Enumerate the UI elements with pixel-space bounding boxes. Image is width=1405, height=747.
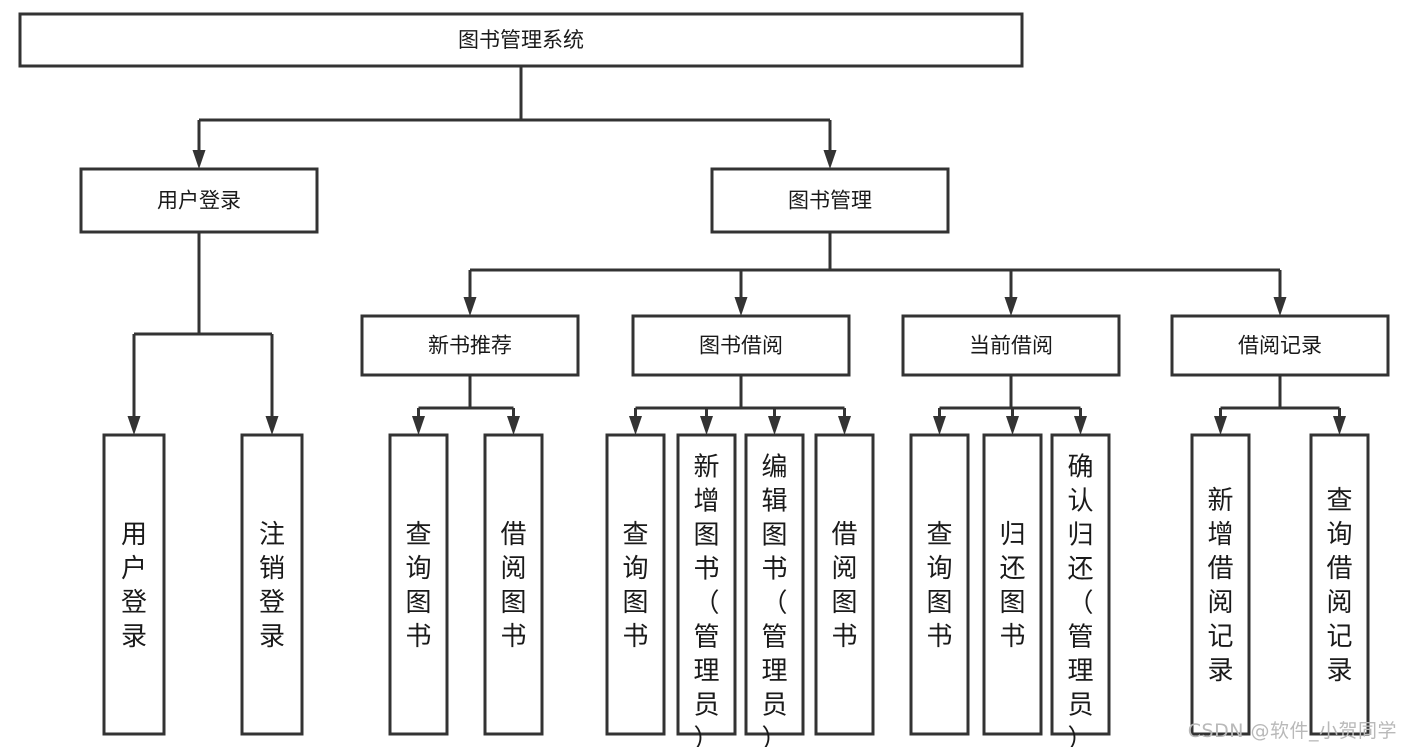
arrow-head-icon — [463, 297, 477, 316]
node-box[interactable] — [360, 314, 580, 377]
node-box[interactable] — [1050, 433, 1111, 736]
node-record[interactable]: 借阅记录 — [1170, 314, 1390, 377]
arrow-head-icon — [838, 416, 851, 435]
node-box[interactable] — [388, 433, 449, 736]
node-label: 新增借阅记录 — [1207, 486, 1233, 686]
connector-group — [127, 232, 279, 435]
node-label: 新增图书（管理员） — [693, 453, 719, 747]
node-leaf-user-logout[interactable]: 注销登录 — [240, 433, 304, 736]
arrow-head-icon — [265, 416, 279, 435]
node-box[interactable] — [744, 433, 805, 736]
node-label: 归还图书 — [999, 520, 1025, 652]
arrow-head-icon — [768, 416, 781, 435]
node-box[interactable] — [18, 12, 1024, 68]
connector-group — [463, 232, 1287, 316]
arrow-head-icon — [127, 416, 141, 435]
node-label: 用户登录 — [157, 189, 241, 213]
node-leaf-borrow-edit[interactable]: 编辑图书（管理员） — [744, 433, 805, 747]
node-label: 编辑图书（管理员） — [761, 453, 787, 747]
node-box[interactable] — [814, 433, 875, 736]
arrow-head-icon — [412, 416, 425, 435]
node-box[interactable] — [483, 433, 544, 736]
arrow-head-icon — [734, 297, 748, 316]
node-leaf-new-borrow[interactable]: 借阅图书 — [483, 433, 544, 736]
node-box[interactable] — [1190, 433, 1251, 736]
node-label: 当前借阅 — [969, 334, 1053, 358]
node-box[interactable] — [676, 433, 737, 736]
node-label: 用户登录 — [121, 520, 147, 652]
node-label: 图书借阅 — [699, 334, 783, 358]
watermark-label: CSDN @软件_小贺同学 — [1187, 720, 1397, 742]
node-leaf-record-add[interactable]: 新增借阅记录 — [1190, 433, 1251, 736]
arrow-head-icon — [507, 416, 520, 435]
node-box[interactable] — [79, 167, 319, 234]
node-leaf-borrow-lend[interactable]: 借阅图书 — [814, 433, 875, 736]
arrow-head-icon — [700, 416, 713, 435]
node-box[interactable] — [901, 314, 1121, 377]
arrow-head-icon — [1004, 297, 1018, 316]
node-label: 注销登录 — [259, 520, 285, 652]
node-leaf-borrow-query[interactable]: 查询图书 — [605, 433, 666, 736]
node-login[interactable]: 用户登录 — [79, 167, 319, 234]
node-root[interactable]: 图书管理系统 — [18, 12, 1024, 68]
node-leaf-current-confirm[interactable]: 确认归还（管理员） — [1050, 433, 1111, 747]
node-label: 新书推荐 — [428, 334, 512, 358]
arrow-head-icon — [1074, 416, 1087, 435]
arrow-head-icon — [1333, 416, 1346, 435]
arrow-head-icon — [192, 150, 206, 169]
connector-layer — [127, 66, 1346, 435]
connector-group — [192, 66, 837, 169]
arrow-head-icon — [1006, 416, 1019, 435]
arrow-head-icon — [1273, 297, 1287, 316]
node-box[interactable] — [710, 167, 950, 234]
node-bookmgmt[interactable]: 图书管理 — [710, 167, 950, 234]
node-label: 图书管理系统 — [458, 28, 584, 52]
node-box[interactable] — [909, 433, 970, 736]
node-label: 图书管理 — [788, 189, 872, 213]
node-leaf-new-query[interactable]: 查询图书 — [388, 433, 449, 736]
node-label: 查询图书 — [622, 520, 648, 652]
node-box[interactable] — [1170, 314, 1390, 377]
node-leaf-borrow-add[interactable]: 新增图书（管理员） — [676, 433, 737, 747]
node-box[interactable] — [1309, 433, 1370, 736]
connector-group — [629, 375, 851, 435]
connector-group — [412, 375, 520, 435]
node-leaf-current-return[interactable]: 归还图书 — [982, 433, 1043, 736]
node-box[interactable] — [605, 433, 666, 736]
node-box[interactable] — [982, 433, 1043, 736]
node-box[interactable] — [240, 433, 304, 736]
node-label: 查询借阅记录 — [1326, 486, 1352, 686]
node-label: 确认归还（管理员） — [1067, 453, 1093, 747]
node-leaf-user-login[interactable]: 用户登录 — [102, 433, 166, 736]
node-label: 借阅图书 — [831, 520, 857, 652]
node-newbook[interactable]: 新书推荐 — [360, 314, 580, 377]
node-label: 查询图书 — [405, 520, 431, 652]
arrow-head-icon — [1214, 416, 1227, 435]
connector-group — [933, 375, 1087, 435]
arrow-head-icon — [823, 150, 837, 169]
node-box[interactable] — [102, 433, 166, 736]
node-borrow[interactable]: 图书借阅 — [631, 314, 851, 377]
node-leaf-current-query[interactable]: 查询图书 — [909, 433, 970, 736]
arrow-head-icon — [629, 416, 642, 435]
node-label: 借阅图书 — [500, 520, 526, 652]
node-label: 查询图书 — [926, 520, 952, 652]
connector-group — [1214, 375, 1346, 435]
node-current[interactable]: 当前借阅 — [901, 314, 1121, 377]
node-layer: 图书管理系统用户登录图书管理新书推荐图书借阅当前借阅借阅记录用户登录注销登录查询… — [18, 12, 1390, 747]
node-box[interactable] — [631, 314, 851, 377]
node-leaf-record-query[interactable]: 查询借阅记录 — [1309, 433, 1370, 736]
arrow-head-icon — [933, 416, 946, 435]
node-label: 借阅记录 — [1238, 334, 1322, 358]
